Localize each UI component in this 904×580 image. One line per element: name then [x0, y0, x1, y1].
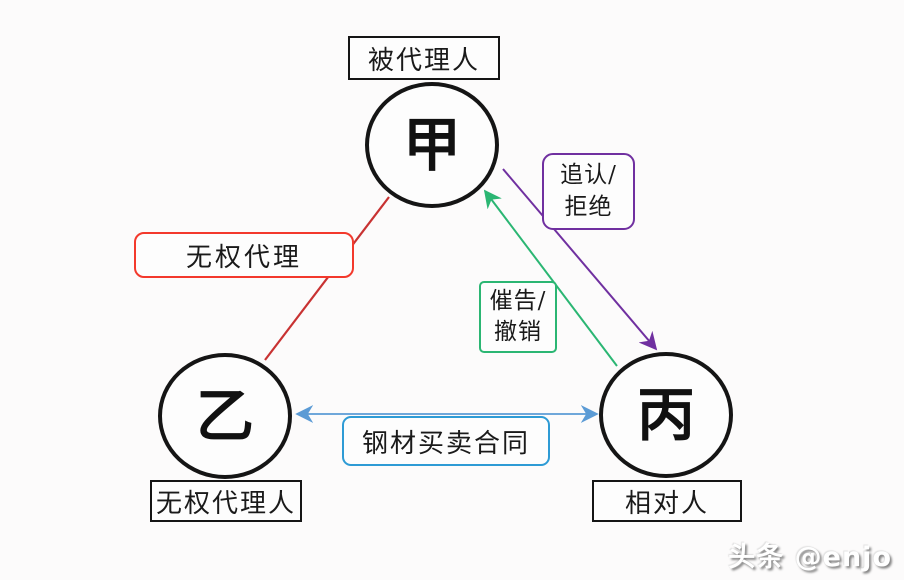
- watermark-text: 头条 @enjo: [728, 542, 892, 573]
- demand-revoke-text-line1: 催告/: [489, 287, 547, 314]
- unauthorized-agency-line: [264, 196, 390, 361]
- node-jia-character: 甲: [402, 111, 461, 179]
- unauthorized-agent-label: 无权代理人: [155, 488, 296, 519]
- unauthorized-agency-box: 无权代理: [134, 232, 354, 278]
- ratify-refuse-arrow: [502, 168, 658, 351]
- contract-box: 钢材买卖合同: [342, 416, 550, 466]
- demand-revoke-text-line2: 撤销: [494, 319, 542, 345]
- counterparty-label: 相对人: [624, 488, 709, 519]
- ratify-refuse-box: 追认/ 拒绝: [542, 153, 635, 230]
- demand-revoke-arrow: [483, 189, 618, 367]
- unauthorized-agency-text: 无权代理: [185, 242, 302, 273]
- node-bing-character: 丙: [636, 381, 695, 449]
- principal-label: 被代理人: [367, 45, 480, 76]
- node-bing-circle: 丙: [599, 352, 733, 478]
- ratify-refuse-text-line2: 拒绝: [564, 193, 613, 220]
- unauthorized-agent-label-box: 无权代理人: [150, 480, 302, 522]
- counterparty-label-box: 相对人: [592, 480, 742, 522]
- principal-label-box: 被代理人: [348, 36, 500, 80]
- node-yi-circle: 乙: [158, 353, 292, 479]
- contract-text: 钢材买卖合同: [361, 428, 530, 459]
- node-jia-circle: 甲: [365, 82, 499, 208]
- demand-revoke-box: 催告/ 撤销: [479, 281, 557, 353]
- ratify-refuse-text-line1: 追认/: [560, 162, 617, 189]
- node-yi-character: 乙: [195, 382, 254, 450]
